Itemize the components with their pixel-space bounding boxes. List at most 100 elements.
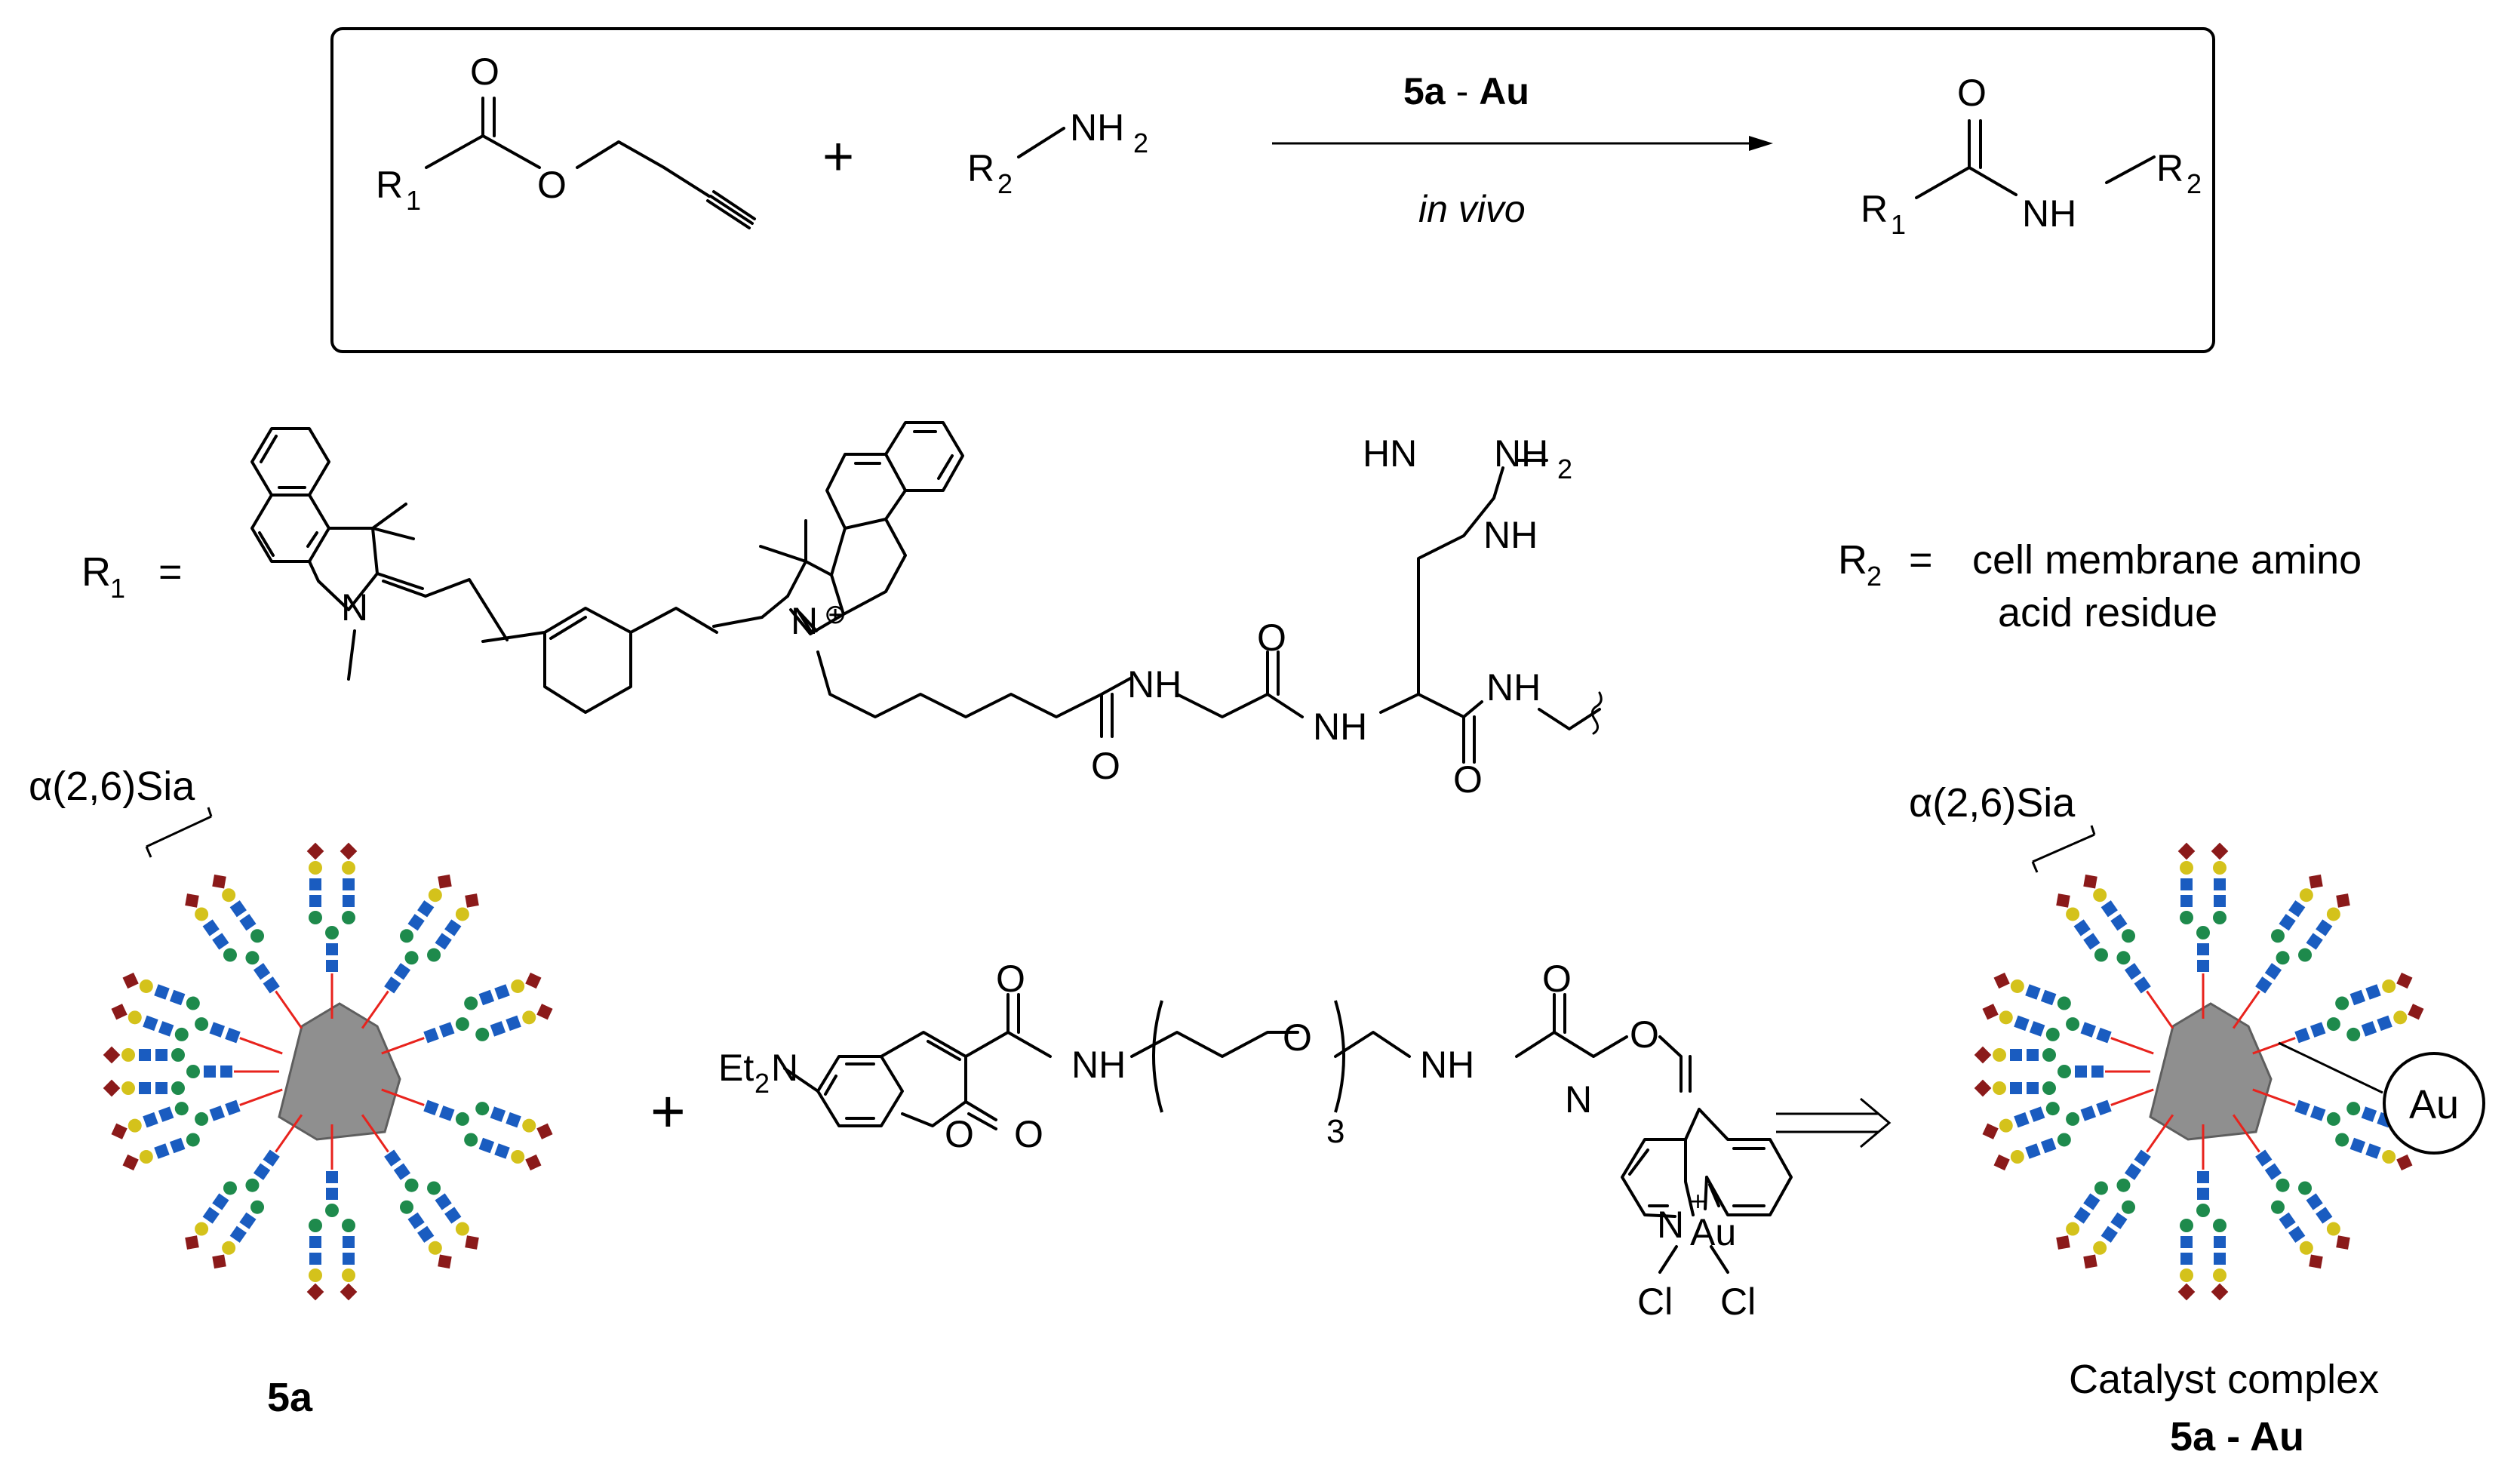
linker-nh-2: NH [1420,1044,1474,1086]
glcnac-square [326,1171,338,1183]
ester-carbonyl-o: O [470,51,499,93]
mannose-circle [245,951,260,965]
coumarin-carbonyl-o: O [1014,1113,1043,1155]
mannose-circle [475,1027,490,1041]
glcnac-square [309,895,321,907]
glcnac-square [417,1225,435,1243]
mannose-circle [186,1133,200,1147]
cyanine-dye-structure: N N ⊕ NH O O NH O NH NH HN NH 2 [250,421,1603,801]
galactose-circle [1999,1010,2013,1025]
sialic-diamond [212,874,226,889]
glcnac-square [2264,1163,2282,1180]
glcnac-square [2288,900,2306,918]
sialic-diamond [438,1254,452,1269]
r2-definition: R 2 = cell membrane amino acid residue [1838,537,2362,635]
glcnac-square [2316,919,2333,936]
glcnac-square [225,1099,241,1116]
mannose-circle [195,1017,209,1032]
mannose-circle [2122,929,2136,943]
mannose-circle [2094,1181,2108,1195]
plus-sign-2: + [650,1078,686,1145]
glcnac-square [209,1105,226,1121]
mannose-circle [171,1048,185,1062]
galactose-circle [128,1118,142,1133]
glcnac-square [239,1212,257,1229]
galactose-circle [2382,979,2396,993]
amide-nh-3: NH [1486,666,1541,709]
glcnac-square [326,960,338,972]
mannose-circle [2276,951,2290,965]
galactose-circle [121,1081,135,1095]
glcnac-square [2040,1137,2057,1154]
mannose-circle [171,1081,185,1095]
glcnac-square [263,976,280,994]
pyridine-n: N [1657,1204,1684,1246]
left-sia-label: α(2,6)Sia [29,764,195,809]
amide-o: O [1957,72,1987,114]
mannose-circle [2213,911,2227,924]
glcnac-square [435,933,452,950]
glcnac-square [2080,1105,2097,1121]
glcnac-square [2214,1236,2226,1248]
glcnac-square [229,1225,247,1243]
amide-o-1: O [1091,745,1120,787]
glcnac-square [2134,976,2151,994]
right-sia-label: α(2,6)Sia [1909,780,2076,826]
mannose-circle [427,948,441,962]
glcnac-square [2180,1236,2193,1248]
sialic-diamond [465,1235,479,1250]
glcnac-square [326,943,338,955]
glcnac-square [2027,1082,2039,1094]
sialic-diamond [185,893,199,908]
mannose-circle [399,929,413,943]
glcnac-square [384,976,401,994]
mannose-circle [2298,1181,2313,1195]
product-r2: R [2156,147,2183,189]
catalyst-complex-name: 5a - Au [2170,1414,2304,1459]
glcnac-square [2073,1207,2091,1224]
right-sia-bracket [2031,825,2096,873]
glcnac-square [506,1015,521,1032]
sialic-diamond [2396,1154,2413,1171]
catalyst-label: 5a-Au [1403,70,1529,112]
chloride-1: Cl [1637,1281,1673,1323]
glcnac-square [2180,895,2193,907]
glycan-tether [2146,990,2174,1029]
guanidine-nh2-sub: 2 [1557,454,1572,484]
galactose-circle [2180,861,2193,875]
mannose-circle [250,1200,265,1214]
galactose-circle [2010,1150,2024,1164]
glycan-tether [2252,1088,2296,1106]
r2-def-equals: = [1909,537,1933,583]
glcnac-square [2197,1188,2209,1200]
mannose-circle [2196,926,2210,939]
mannose-circle [2196,1204,2210,1217]
sialic-diamond [306,1283,324,1301]
mannose-circle [195,1112,209,1126]
glcnac-square [444,919,462,936]
galactose-circle [2010,979,2024,993]
galactose-circle [1999,1118,2013,1133]
glcnac-square [490,1106,506,1122]
r1-subscript: 1 [406,185,421,216]
glcnac-square [225,1027,241,1044]
glcnac-square [438,1105,455,1121]
r1-label: R [376,164,403,206]
reaction-arrow: 5a-Au in vivo [1272,70,1773,230]
amide-o-2: O [1257,617,1286,659]
glcnac-square [2197,960,2209,972]
glcnac-square [2264,963,2282,980]
amide-o-3: O [1453,758,1483,801]
linker-nh-1: NH [1071,1044,1126,1086]
galactose-circle [2382,1150,2396,1164]
galactose-circle [2066,907,2080,921]
mannose-circle [325,926,339,939]
mannose-circle [2180,1219,2193,1232]
au-tether [2278,1041,2383,1094]
mannose-circle [2122,1200,2136,1214]
glcnac-square [435,1193,452,1210]
glcnac-square [2091,1065,2104,1078]
galactose-circle [2326,907,2340,921]
galactose-circle [1993,1048,2006,1062]
product-amide: O R 1 NH R 2 [1861,72,2202,240]
